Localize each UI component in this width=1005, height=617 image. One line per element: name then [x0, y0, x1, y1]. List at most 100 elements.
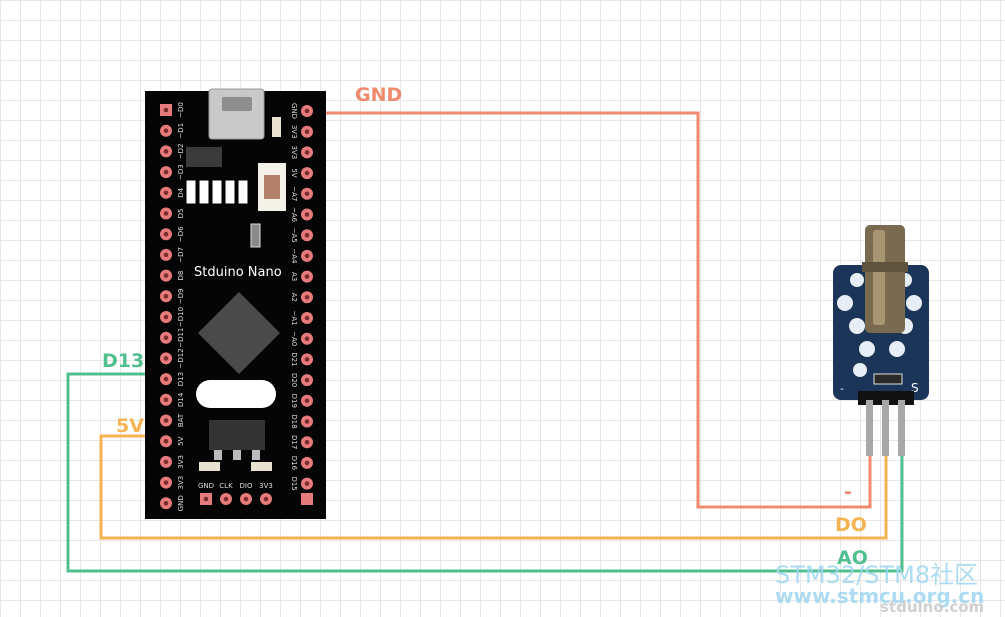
board-title: Stduino Nano: [194, 265, 282, 280]
right-pin-label-6: ~A6: [290, 207, 298, 223]
led-bottom-right: [251, 462, 272, 471]
watermark-line2: www.stmcu.org.cn: [775, 584, 984, 608]
stduino-nano-board: Stduino Nano ~D0~D1~D2~D3D4D5~D6~D7D8~D9…: [145, 88, 326, 519]
right-pin-hole-1: [304, 108, 310, 114]
bottom-pin-label-4: 3V3: [259, 482, 273, 490]
left-pin-hole-6: [163, 211, 169, 216]
left-pin-hole-20: [163, 501, 169, 506]
right-pin-hole-2: [304, 129, 310, 134]
regulator-bottom: [209, 420, 265, 450]
bottom-pin-hole-4: [263, 496, 269, 502]
resistor-4: [224, 179, 236, 205]
bottom-pin-hole-3: [243, 496, 249, 502]
right-pin-label-11: ~A1: [290, 310, 298, 325]
right-pin-label-2: 3V3: [290, 125, 298, 139]
left-pin-label-15: D14: [177, 392, 185, 407]
left-pin-label-8: ~D7: [177, 247, 185, 263]
reg-tab-3: [252, 450, 260, 460]
wire-label-gnd: GND: [355, 84, 402, 106]
left-pin-label-16: BAT: [177, 413, 185, 427]
right-pin-hole-7: [304, 232, 310, 238]
crystal-small: [250, 223, 261, 248]
bottom-pin-hole-2: [223, 496, 229, 502]
right-pin-hole-18: [304, 460, 310, 466]
right-pin-label-19: D15: [290, 476, 298, 490]
left-pin-hole-12: [163, 335, 169, 341]
left-pin-label-7: ~D6: [177, 226, 185, 242]
bottom-pin-label-2: CLK: [219, 482, 233, 490]
crystal-oval: [196, 380, 276, 408]
left-pin-label-10: ~D9: [177, 288, 185, 304]
mount-hole-5: [849, 318, 865, 334]
left-pin-hole-8: [163, 252, 169, 258]
do-5v-wire: [99, 434, 888, 540]
left-pin-hole-10: [163, 294, 169, 299]
right-pin-label-9: A3: [290, 272, 298, 281]
module-pin-s-label: S: [911, 381, 919, 395]
left-pin-hole-2: [163, 128, 169, 133]
led-bottom-left: [199, 462, 220, 471]
resistor-2: [198, 179, 210, 205]
right-pin-hole-8: [304, 253, 310, 259]
right-pin-label-14: D20: [290, 373, 298, 387]
left-pin-hole-13: [163, 356, 169, 361]
watermark-line1: STM32/STM8社区: [775, 561, 978, 589]
left-pin-label-18: 3V3: [177, 455, 185, 469]
left-pin-label-13: ~D12: [177, 348, 185, 368]
wire-label-minus: -: [844, 481, 852, 503]
right-pin-hole-4: [304, 170, 310, 176]
left-pin-hole-18: [163, 459, 169, 465]
right-pin-label-15: D19: [290, 394, 298, 408]
wire-label-5v: 5V: [116, 415, 144, 437]
left-pin-label-12: ~D11: [177, 328, 185, 348]
laser-sensor-module: - S: [833, 225, 929, 456]
wire-label-d13: D13: [102, 350, 144, 372]
left-pin-label-4: ~D3: [177, 164, 185, 180]
left-pin-label-20: GND: [177, 495, 185, 511]
right-pin-hole-15: [304, 398, 310, 404]
left-pin-hole-17: [163, 438, 169, 444]
bottom-pin-label-3: DIO: [240, 482, 253, 490]
module-pin-middle: [882, 400, 889, 456]
mount-hole-8: [889, 341, 905, 357]
left-pin-label-9: D8: [177, 271, 185, 281]
usb-port-opening: [222, 97, 252, 111]
left-pin-label-1: ~D0: [177, 102, 185, 118]
gnd-wire: [310, 111, 872, 509]
right-pin-hole-13: [304, 357, 310, 362]
bottom-pin-hole-1: [203, 496, 209, 502]
right-pin-label-1: GND: [290, 103, 298, 119]
left-pin-hole-5: [163, 190, 169, 196]
right-pin-hole-10: [304, 295, 310, 300]
right-pin-hole-5: [304, 191, 310, 197]
right-pin-hole-6: [304, 212, 310, 217]
led-top: [272, 117, 281, 137]
right-pin-label-12: ~A0: [290, 331, 298, 346]
right-pin-d15-pad: [301, 493, 313, 505]
regulator-chip: [186, 147, 222, 167]
right-pin-label-7: ~A5: [290, 228, 298, 243]
left-pin-hole-3: [163, 149, 169, 154]
reset-button-cap: [264, 175, 280, 199]
right-pin-label-5: ~A7: [290, 186, 298, 201]
wire-label-ao: AO: [837, 547, 868, 569]
bottom-pin-label-1: GND: [198, 482, 214, 490]
watermark-line3: stduino.com: [880, 598, 984, 616]
mount-hole-1: [850, 273, 864, 287]
right-pin-hole-19: [304, 481, 310, 486]
wires: [66, 111, 904, 573]
right-pin-label-17: D17: [290, 435, 298, 449]
resistor-5: [237, 179, 249, 205]
left-pin-hole-16: [163, 418, 169, 423]
usb-connector: [208, 88, 265, 140]
left-pin-hole-1: [163, 107, 169, 113]
right-pin-label-16: D18: [290, 414, 298, 428]
left-pin-label-5: D4: [177, 187, 185, 197]
left-pin-hole-7: [163, 231, 169, 237]
module-pin-signal: [898, 400, 905, 456]
ao-d13-wire: [66, 372, 904, 573]
right-pin-label-4: 5V: [290, 168, 298, 177]
bottom-pin-header: GND CLK DIO 3V3: [198, 482, 273, 505]
wire-label-do: DO: [835, 514, 867, 536]
right-pin-hole-17: [304, 439, 310, 445]
